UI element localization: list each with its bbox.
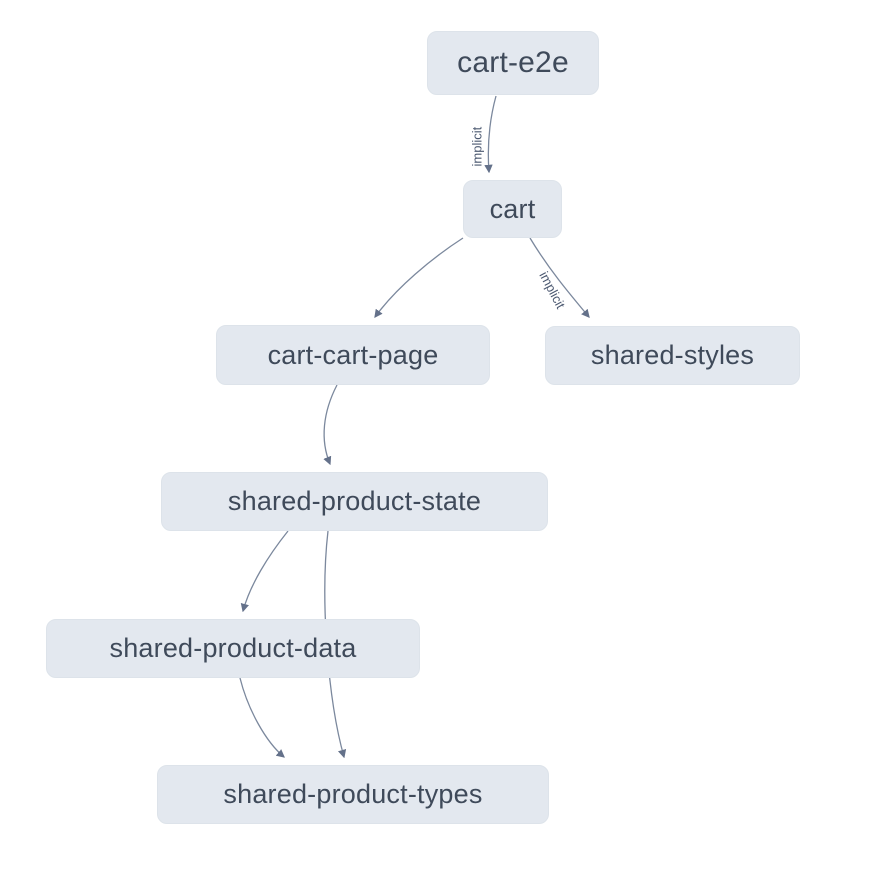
edge-shared-product-data-to-shared-product-types	[239, 677, 285, 758]
edge-cart-to-cart-cart-page	[374, 237, 464, 319]
edge-cart-cart-page-to-shared-product-state	[323, 384, 338, 466]
graph-node-shared-product-data[interactable]: shared-product-data	[46, 619, 420, 678]
graph-node-label: cart-e2e	[457, 46, 569, 79]
graph-node-label: shared-styles	[590, 340, 755, 370]
graph-node-label: shared-product-data	[109, 633, 357, 663]
graph-node-cart-e2e[interactable]: cart-e2e	[427, 31, 599, 95]
edge-cart-e2e-to-cart	[484, 95, 497, 174]
graph-node-shared-product-types[interactable]: shared-product-types	[157, 765, 549, 824]
graph-node-label: shared-product-types	[223, 779, 483, 809]
graph-node-cart[interactable]: cart	[463, 180, 562, 238]
edge-cart-to-shared-styles	[529, 237, 590, 318]
graph-node-label: shared-product-state	[227, 486, 482, 516]
graph-node-cart-cart-page[interactable]: cart-cart-page	[216, 325, 490, 385]
graph-node-label: cart	[489, 193, 536, 224]
graph-node-shared-styles[interactable]: shared-styles	[545, 326, 800, 385]
graph-node-label: cart-cart-page	[267, 339, 439, 370]
graph-node-shared-product-state[interactable]: shared-product-state	[161, 472, 548, 531]
edge-shared-product-state-to-shared-product-data	[240, 530, 289, 613]
